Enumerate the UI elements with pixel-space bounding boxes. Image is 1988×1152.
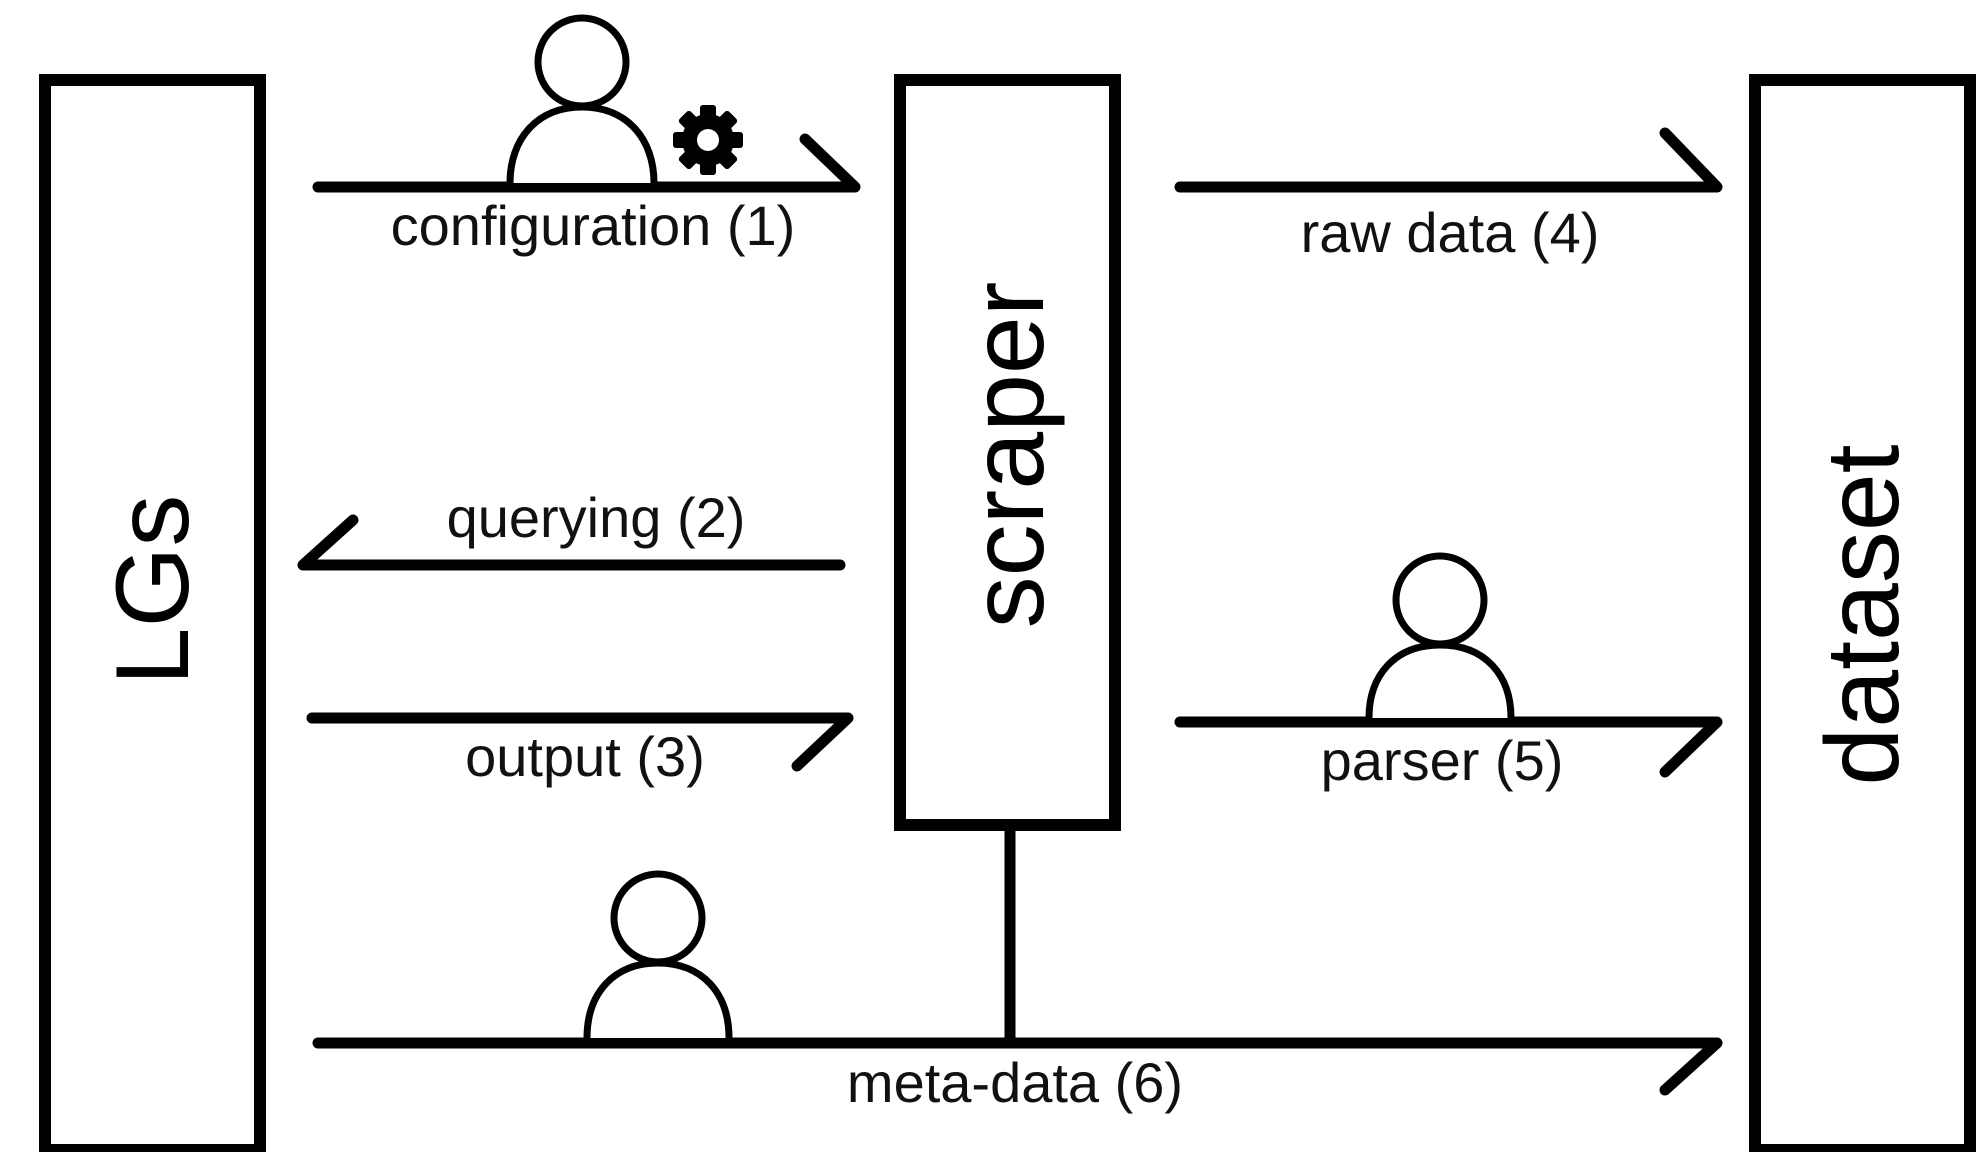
raw-data-arrow — [1174, 127, 1723, 193]
edge-parser: parser (5) — [1174, 716, 1723, 792]
meta-data-label: meta-data (6) — [847, 1051, 1183, 1114]
querying-arrow — [297, 514, 846, 571]
output-arrow — [306, 712, 854, 772]
parser-label: parser (5) — [1321, 729, 1564, 792]
edge-meta-data: meta-data (6) — [312, 819, 1723, 1114]
lgs-label: LGs — [95, 495, 211, 686]
person-icon — [506, 14, 658, 184]
edge-querying: querying (2) — [297, 486, 846, 571]
configuration-label: configuration (1) — [391, 194, 796, 257]
configuration-arrow — [312, 133, 861, 193]
meta-data-arrow — [312, 1037, 1723, 1096]
gear-icon — [673, 105, 743, 175]
edge-configuration: configuration (1) — [312, 133, 861, 257]
output-label: output (3) — [465, 725, 705, 788]
dataset-node: dataset — [1749, 74, 1976, 1152]
scraper-node: scraper — [894, 74, 1121, 831]
raw-data-label: raw data (4) — [1301, 201, 1600, 264]
dataset-label: dataset — [1805, 444, 1921, 785]
querying-label: querying (2) — [447, 486, 746, 549]
scraper-label: scraper — [950, 282, 1066, 629]
parser-arrow — [1174, 716, 1723, 778]
person-icon — [583, 870, 733, 1039]
lgs-node: LGs — [39, 74, 266, 1152]
edge-output: output (3) — [306, 712, 854, 788]
person-icon — [1365, 552, 1515, 719]
edge-raw-data: raw data (4) — [1174, 127, 1723, 264]
